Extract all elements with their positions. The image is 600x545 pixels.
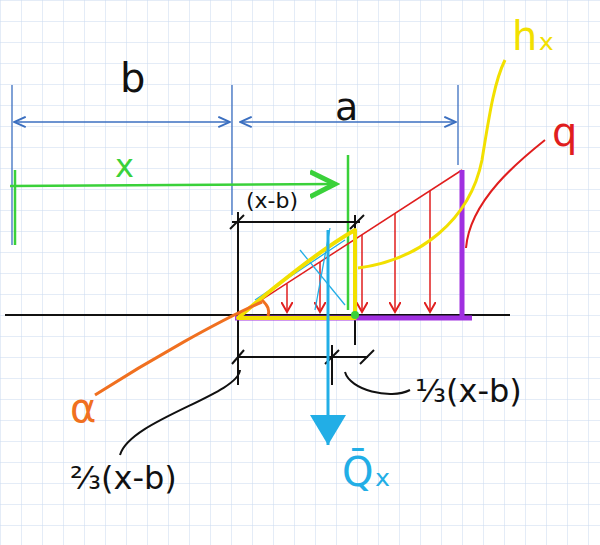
resultant-arrow — [327, 230, 330, 445]
dimension-label: (x-b) — [246, 190, 298, 212]
point — [351, 311, 359, 319]
load-outline — [235, 170, 472, 318]
x-dimension — [10, 155, 348, 310]
angle-label: α — [70, 388, 96, 428]
dimension-label: ⅓(x-b) — [415, 375, 522, 407]
dimension-lines — [12, 85, 458, 245]
distributed-load — [238, 140, 545, 315]
partial-triangle — [238, 60, 505, 318]
dimension-label: x — [115, 150, 134, 182]
angle-mark — [95, 300, 269, 395]
load-label: q — [552, 112, 577, 152]
beam-and-box — [5, 212, 510, 455]
force-label: Q̄ₓ — [342, 452, 391, 492]
dimension-label: ⅔(x-b) — [70, 462, 177, 494]
height-label: hₓ — [512, 16, 555, 56]
dimension-label: b — [120, 58, 145, 98]
dimension-label: a — [335, 88, 358, 126]
